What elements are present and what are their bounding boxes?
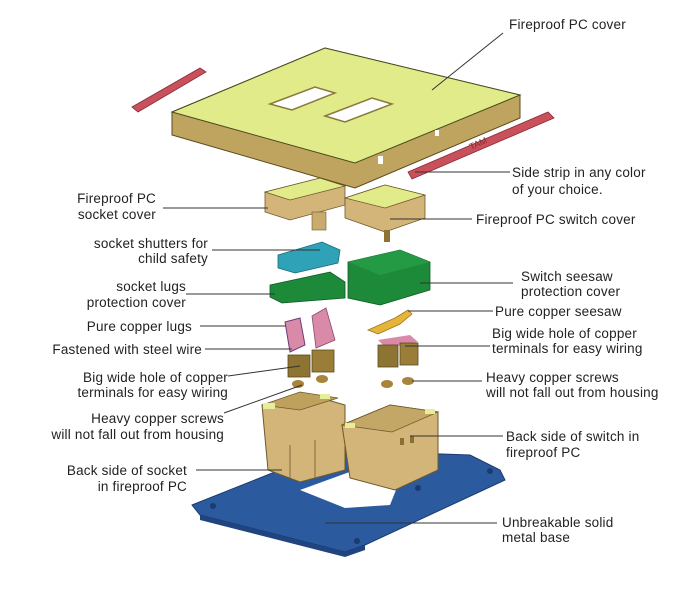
- label-terminals-left-line2: terminals for easy wiring: [77, 385, 228, 400]
- fireproof-cover: [170, 47, 522, 189]
- socket-lugs-protection-cover: [269, 271, 346, 304]
- label-lugs-cover-line1: socket lugs: [116, 279, 186, 294]
- socket-shutters: [277, 241, 341, 274]
- label-socket-cover-line2: socket cover: [77, 207, 156, 222]
- leader-lines: [163, 32, 513, 524]
- label-steel-wire: Fastened with steel wire: [52, 342, 202, 357]
- socket-cover: [263, 177, 347, 231]
- label-shutters-line2: child safety: [138, 251, 208, 266]
- label-metal-base-line1: Unbreakable solid: [502, 515, 614, 530]
- socket-housing: [261, 391, 346, 483]
- label-terminals-right-line2: terminals for easy wiring: [492, 341, 643, 356]
- label-copper-seesaw: Pure copper seesaw: [495, 304, 622, 319]
- label-socket-back-line1: Back side of socket: [66, 463, 187, 478]
- switch-terminals: [377, 335, 419, 388]
- label-shutters-line1: socket shutters for: [93, 236, 208, 251]
- copper-lugs: [284, 307, 336, 353]
- label-terminals-right-line1: Big wide hole of copper: [492, 326, 637, 341]
- copper-seesaw: [366, 309, 413, 335]
- label-switch-back-line2: fireproof PC: [506, 445, 581, 460]
- label-terminals-left-line1: Big wide hole of copper: [83, 370, 228, 385]
- label-switch-cover: Fireproof PC switch cover: [476, 212, 636, 227]
- label-screws-left-line2: will not fall out from housing: [51, 427, 224, 442]
- label-screws-left-line1: Heavy copper screws: [91, 411, 224, 426]
- label-copper-lugs: Pure copper lugs: [86, 319, 192, 334]
- label-socket-cover-line1: Fireproof PC: [77, 191, 156, 206]
- switch-seesaw-protection-cover: [347, 249, 431, 306]
- label-screws-right-line1: Heavy copper screws: [486, 370, 619, 385]
- label-side-strip-line2: of your choice.: [512, 182, 603, 197]
- switch-cover: [343, 184, 427, 242]
- label-fireproof-pc-cover: Fireproof PC cover: [509, 17, 626, 32]
- label-seesaw-cover-line1: Switch seesaw: [521, 269, 613, 284]
- label-lugs-cover-line2: protection cover: [86, 295, 186, 310]
- switch-housing: [340, 404, 440, 491]
- side-strip-right: TAM: [407, 111, 555, 180]
- label-switch-back-line1: Back side of switch in: [506, 429, 640, 444]
- socket-terminals: [287, 349, 335, 388]
- side-strip-left: [131, 67, 207, 113]
- label-metal-base-line2: metal base: [502, 530, 571, 545]
- label-seesaw-cover-line2: protection cover: [521, 284, 621, 299]
- label-socket-back-line2: in fireproof PC: [97, 479, 187, 494]
- label-screws-right-line2: will not fall out from housing: [486, 385, 659, 400]
- label-side-strip-line1: Side strip in any color: [512, 165, 646, 180]
